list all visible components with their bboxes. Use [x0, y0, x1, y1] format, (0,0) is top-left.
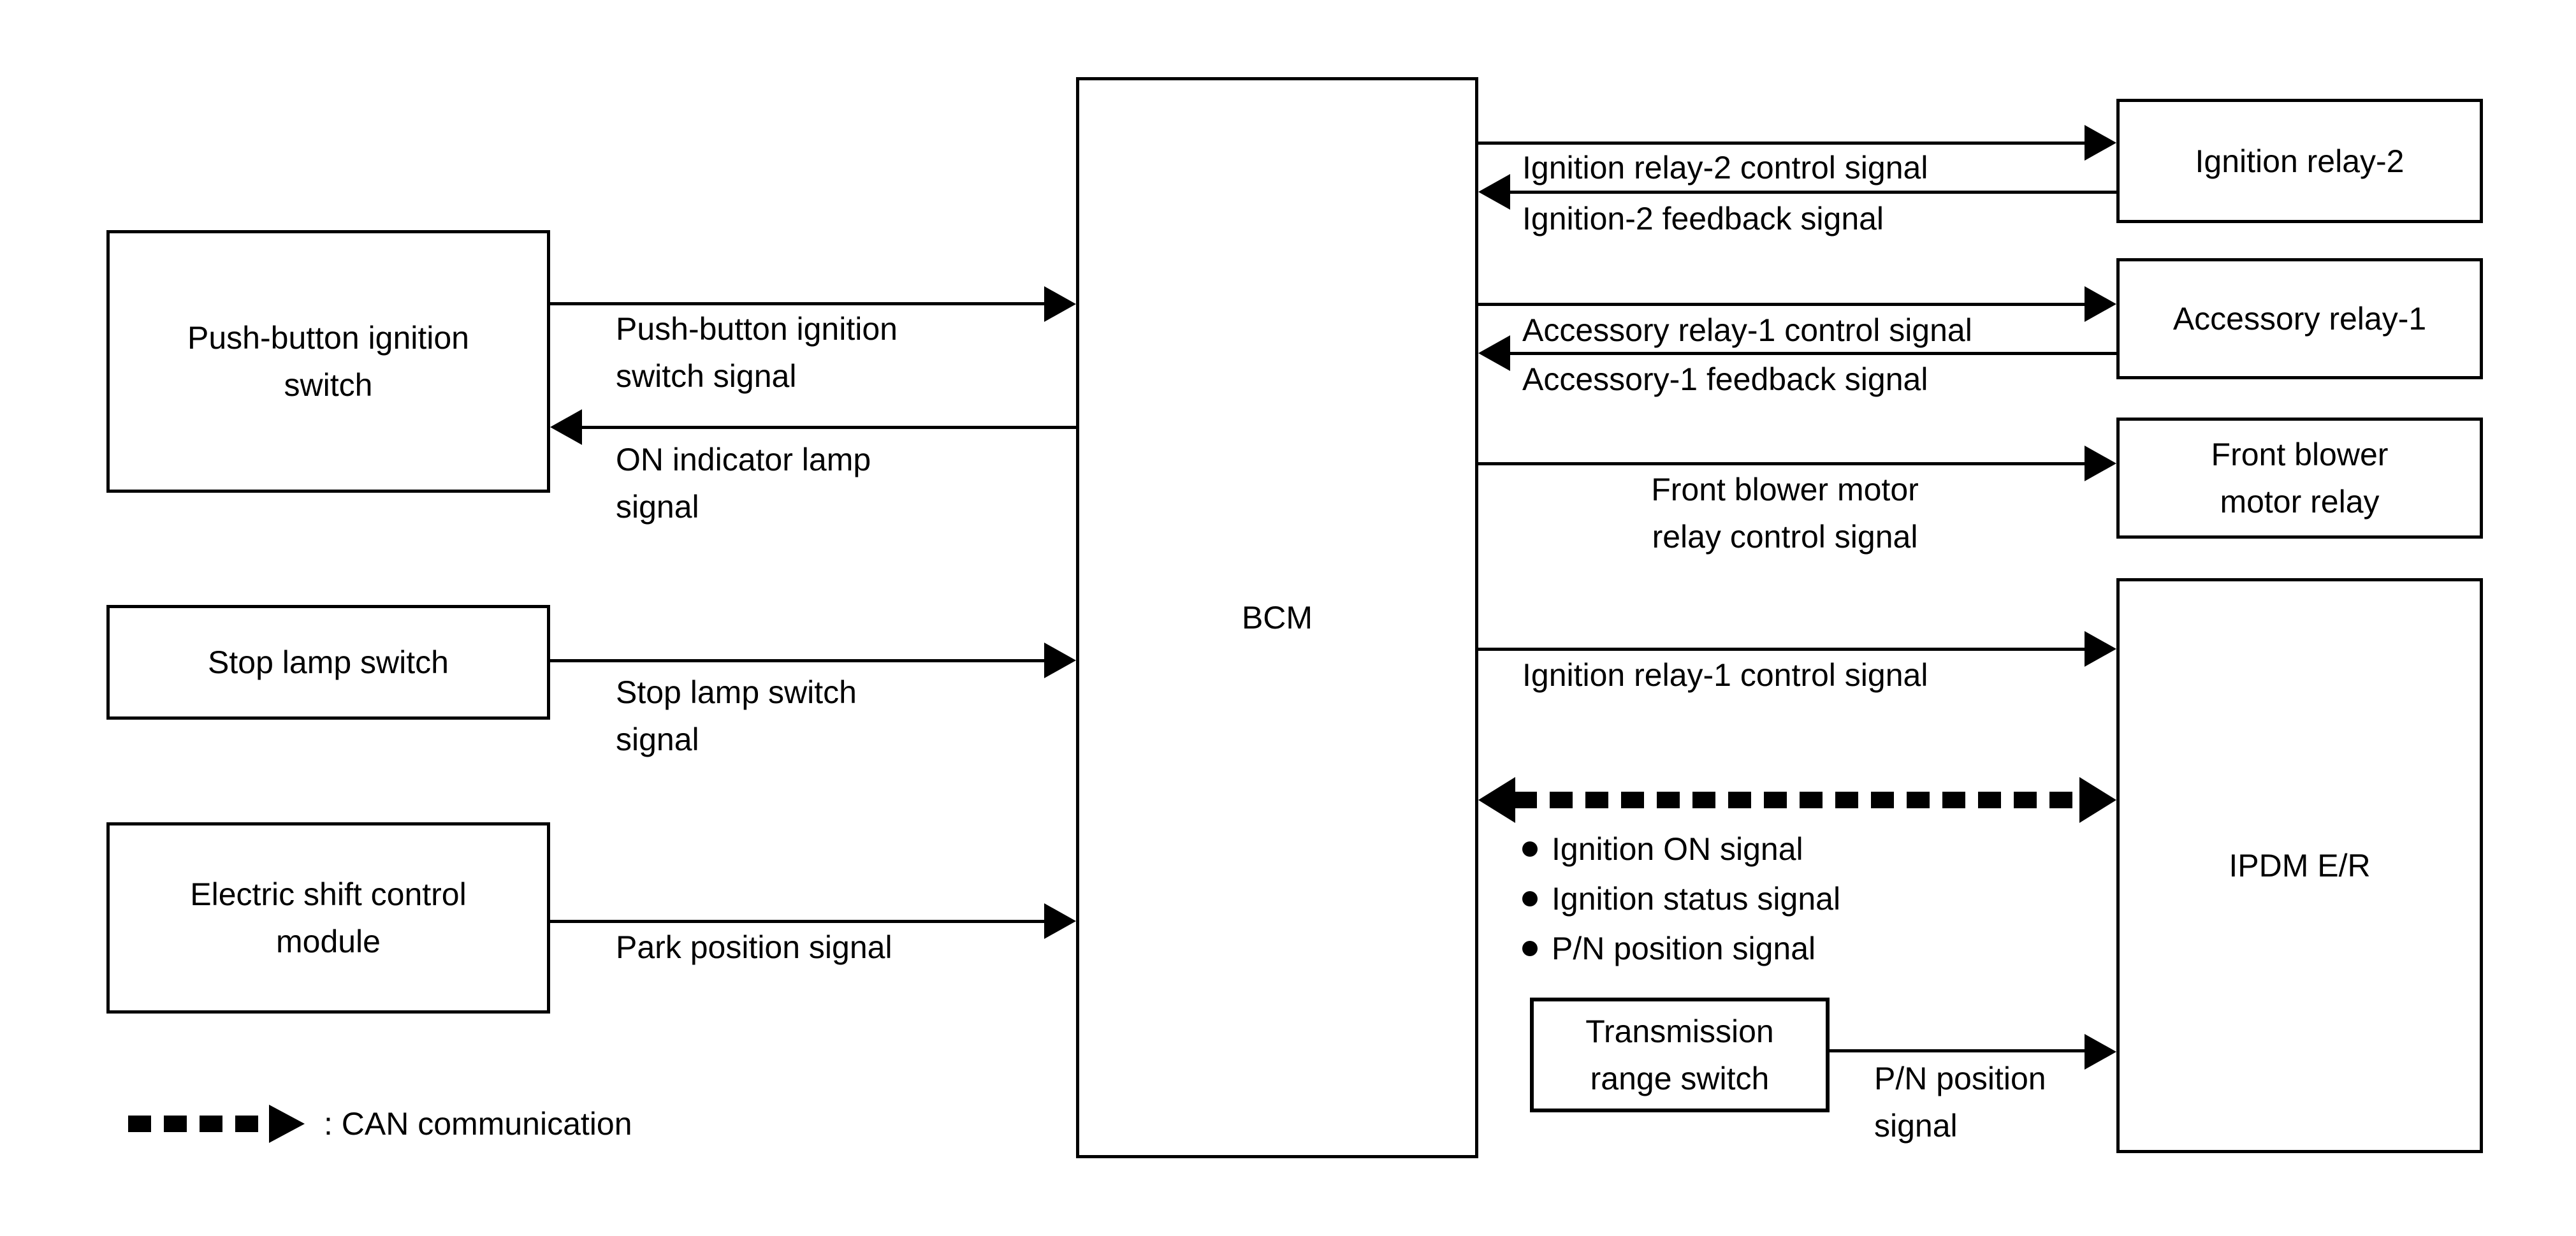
box-transmission-range-switch: Transmission range switch — [1530, 998, 1830, 1112]
arrowhead-right-icon — [1044, 286, 1076, 322]
legend-can-label: : CAN communication — [324, 1106, 632, 1142]
arrow-shaft — [1510, 352, 2116, 355]
arrowhead-right-icon — [1044, 903, 1076, 939]
bullet-icon — [1522, 841, 1538, 857]
box-bcm: BCM — [1076, 77, 1478, 1158]
arrowhead-right-icon — [2085, 446, 2116, 481]
legend-can-striped-arrow-icon — [128, 1116, 270, 1132]
arrow-shaft — [1510, 191, 2116, 194]
arrowhead-left-icon — [1478, 174, 1510, 210]
arrowhead-right-icon — [2085, 125, 2116, 161]
stop-lamp-switch-label: Stop lamp switch — [208, 644, 449, 680]
ignition-relay-2-control-signal-label: Ignition relay-2 control signal — [1522, 150, 1928, 185]
accessory-relay-1-label: Accessory relay-1 — [2172, 301, 2427, 337]
arrow-shaft — [1478, 142, 2086, 145]
can-signal-ignition-on: Ignition ON signal — [1552, 831, 1803, 867]
arrowhead-left-icon — [1478, 777, 1515, 823]
arrowhead-right-icon — [269, 1105, 305, 1143]
push-button-ignition-switch-label: Push-button ignition switch — [187, 320, 469, 403]
can-signal-ignition-status: Ignition status signal — [1552, 881, 1841, 917]
arrowhead-right-icon — [2085, 286, 2116, 322]
park-position-signal-label: Park position signal — [616, 929, 892, 965]
bullet-icon — [1522, 941, 1538, 956]
arrowhead-right-icon — [1044, 643, 1076, 678]
on-indicator-lamp-signal-label: ON indicator lamp signal — [616, 442, 871, 525]
push-button-ignition-switch-signal-label: Push-button ignition switch signal — [616, 311, 898, 394]
box-electric-shift-control-module: Electric shift control module — [106, 822, 550, 1014]
ignition-relay-2-label: Ignition relay-2 — [2195, 143, 2405, 179]
bullet-icon — [1522, 891, 1538, 906]
arrowhead-left-icon — [550, 409, 582, 445]
transmission-range-switch-label: Transmission range switch — [1585, 1014, 1774, 1096]
arrow-shaft — [550, 920, 1047, 923]
arrow-shaft — [550, 659, 1047, 662]
arrowhead-right-icon — [2085, 1034, 2116, 1070]
box-front-blower-motor-relay: Front blower motor relay — [2116, 418, 2483, 539]
arrow-shaft — [1478, 648, 2086, 651]
can-striped-shaft — [1514, 792, 2081, 808]
can-signal-pn-position: P/N position signal — [1552, 931, 1816, 966]
arrow-shaft — [550, 302, 1047, 305]
arrow-shaft — [1478, 462, 2086, 465]
front-blower-motor-relay-control-signal-label: Front blower motor relay control signal — [1651, 472, 1919, 555]
ignition-relay-1-control-signal-label: Ignition relay-1 control signal — [1522, 657, 1928, 693]
arrow-shaft — [582, 426, 1076, 429]
accessory-1-feedback-signal-label: Accessory-1 feedback signal — [1522, 361, 1928, 397]
box-ipdm-er: IPDM E/R — [2116, 578, 2483, 1153]
box-accessory-relay-1: Accessory relay-1 — [2116, 258, 2483, 379]
can-signal-item: Ignition ON signal — [1522, 824, 1803, 874]
arrowhead-left-icon — [1478, 335, 1510, 371]
arrowhead-right-icon — [2079, 777, 2116, 823]
arrow-shaft — [1830, 1049, 2086, 1052]
box-stop-lamp-switch: Stop lamp switch — [106, 605, 550, 720]
pn-position-signal-label: P/N position signal — [1874, 1061, 2046, 1144]
electric-shift-control-module-label: Electric shift control module — [190, 876, 467, 959]
ignition-2-feedback-signal-label: Ignition-2 feedback signal — [1522, 201, 1884, 236]
front-blower-motor-relay-label: Front blower motor relay — [2211, 437, 2389, 520]
bcm-label: BCM — [1241, 600, 1313, 636]
ipdm-er-label: IPDM E/R — [2229, 848, 2371, 883]
arrowhead-right-icon — [2085, 631, 2116, 667]
arrow-shaft — [1478, 303, 2086, 306]
can-signal-item: Ignition status signal — [1522, 874, 1840, 924]
box-ignition-relay-2: Ignition relay-2 — [2116, 99, 2483, 223]
can-signal-item: P/N position signal — [1522, 924, 1816, 973]
accessory-relay-1-control-signal-label: Accessory relay-1 control signal — [1522, 312, 1972, 348]
box-push-button-ignition-switch: Push-button ignition switch — [106, 230, 550, 493]
stop-lamp-switch-signal-label: Stop lamp switch signal — [616, 674, 857, 757]
